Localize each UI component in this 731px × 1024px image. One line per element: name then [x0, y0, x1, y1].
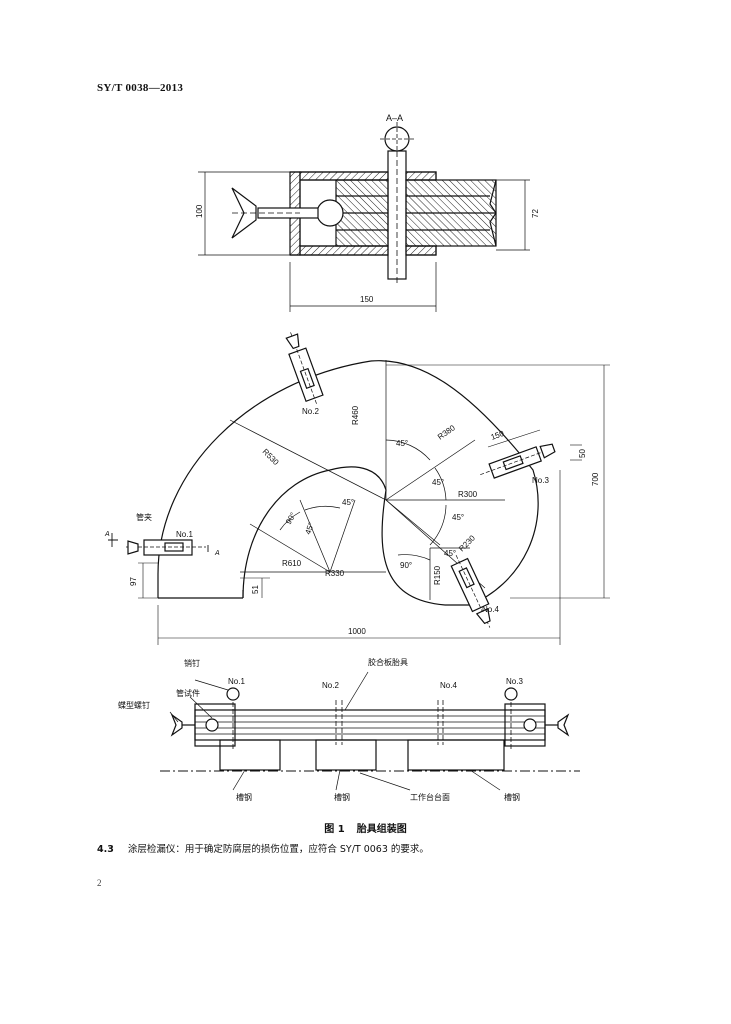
label-no1: No.1 — [176, 530, 193, 539]
label-r230: R230 — [457, 533, 477, 553]
label-no2: No.2 — [302, 407, 319, 416]
label-r380: R380 — [436, 423, 457, 442]
plan-view: R530 R460 R380 R300 R230 R150 R610 R330 … — [104, 332, 610, 645]
label-wing-screw: 蝶型螺钉 — [118, 700, 150, 710]
dim-700: 700 — [591, 472, 600, 486]
dim-50: 50 — [578, 449, 587, 458]
label-tube-clamp: 管夹 — [136, 512, 152, 522]
label-r610: R610 — [282, 559, 302, 568]
label-pin: 销钉 — [184, 658, 200, 668]
label-r330: R330 — [325, 569, 345, 578]
clamp-no2 — [285, 332, 324, 406]
angle-label: 45° — [342, 498, 354, 507]
dim-150-plan: 150 — [490, 429, 506, 442]
dim-1000: 1000 — [348, 627, 366, 636]
label-channel-steel: 槽钢 — [504, 792, 520, 802]
asm-label-no2: No.2 — [322, 681, 339, 690]
label-r150: R150 — [433, 565, 442, 585]
dim-51: 51 — [251, 585, 260, 594]
assembly-view: 销钉 管试件 蝶型螺钉 胶合板胎具 槽钢 槽钢 工作台台面 槽钢 No.1 No… — [118, 657, 580, 802]
standard-code: SY/T 0038—2013 — [97, 82, 184, 94]
asm-label-no3: No.3 — [506, 677, 523, 686]
dim-100: 100 — [195, 204, 204, 218]
label-channel-steel: 槽钢 — [334, 792, 350, 802]
label-channel-steel: 槽钢 — [236, 792, 252, 802]
clamp-no1 — [108, 533, 209, 556]
angle-label: 45° — [303, 521, 316, 535]
clamp-no4 — [450, 554, 491, 628]
clause-number: 4.3 — [97, 844, 114, 855]
angle-label: 45° — [396, 439, 408, 448]
figure-number: 图 1 — [324, 824, 345, 835]
angle-label: 45° — [432, 478, 444, 487]
label-no3: No.3 — [532, 476, 549, 485]
figure-caption: 图 1 胎具组装图 — [0, 820, 731, 835]
section-mark: A — [214, 550, 220, 557]
asm-label-no1: No.1 — [228, 677, 245, 686]
label-worktable-surface: 工作台台面 — [410, 792, 450, 802]
label-no4: No.4 — [482, 605, 499, 614]
dim-72: 72 — [531, 209, 540, 218]
label-r300: R300 — [458, 490, 478, 499]
angle-label: 45° — [444, 549, 456, 558]
label-pipe-specimen: 管试件 — [176, 688, 200, 698]
angle-label: 45° — [452, 513, 464, 522]
clause-text: 涂层检漏仪：用于确定防腐层的损伤位置，应符合 SY/T 0063 的要求。 — [127, 844, 429, 855]
angle-label: 90° — [400, 561, 412, 570]
angle-label: 90° — [284, 511, 298, 526]
page-number: 2 — [97, 878, 102, 888]
dim-150: 150 — [360, 295, 374, 304]
section-label: A–A — [386, 113, 403, 123]
label-r460: R460 — [351, 405, 360, 425]
figure-title: 胎具组装图 — [356, 824, 407, 835]
label-r530: R530 — [261, 447, 281, 467]
label-plywood-fixture: 胶合板胎具 — [368, 657, 408, 667]
asm-label-no4: No.4 — [440, 681, 457, 690]
dim-97: 97 — [129, 577, 138, 586]
clamp-no3 — [480, 443, 556, 479]
section-view: A–A — [195, 113, 540, 312]
section-mark: A — [104, 531, 110, 538]
outer-contour — [158, 361, 539, 598]
clause-paragraph: 4.3 涂层检漏仪：用于确定防腐层的损伤位置，应符合 SY/T 0063 的要求。 — [97, 841, 429, 855]
